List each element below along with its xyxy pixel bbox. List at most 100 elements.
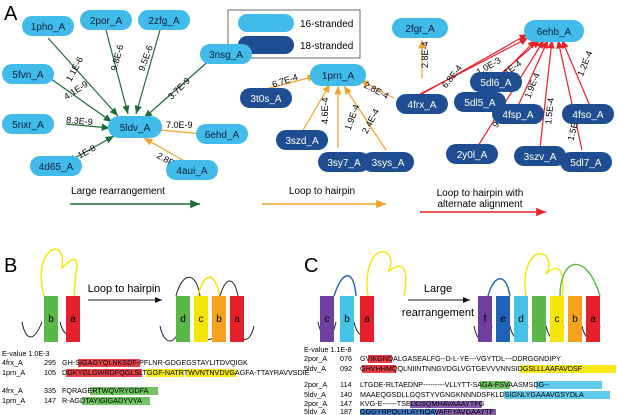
seq-text: LTGDE-RLTAEDNP---------VLLYTT-SAGA-FSVAA… [360,380,550,389]
svg-text:3nsg_A: 3nsg_A [209,50,243,61]
seq-num: 147 [340,399,352,408]
node-2por-a[interactable]: 2por_A [80,10,132,30]
seq-id: 5ldv_A [304,390,326,399]
strand-d-right [176,296,190,342]
edge-label: 2.8E-4 [362,80,390,101]
strand-e-right [496,296,510,342]
node-5dl6-a[interactable]: 5dl6_A [470,72,522,92]
node-6ehd-a[interactable]: 6ehd_A [196,124,248,144]
node-2y0l-a[interactable]: 2y0l_A [446,144,498,164]
seq-id: 2por_A [304,399,327,408]
strand-label: b [216,314,222,325]
node-1pho-a[interactable]: 1pho_A [22,16,74,36]
panel-b-topology: b a Loop to hairpin d c b a [21,248,255,342]
strand-label: a [234,314,240,325]
edge-label: 3.7E-9 [166,76,192,102]
node-4fso-a[interactable]: 4fso_A [562,104,614,124]
svg-text:5nxr_A: 5nxr_A [12,120,44,131]
panel-c-alignment: E-value 1.1E-8 2por_A 076 GVIKGNDALGASEA… [304,345,616,415]
node-4d65-a[interactable]: 4d65_A [30,156,82,176]
strand-d-right [514,296,528,342]
node-3szd-a[interactable]: 3szd_A [276,130,328,150]
node-1prn-a-hub[interactable]: 1prn_A [310,64,366,86]
seq-id: 5ldv_A [304,407,326,415]
strand-c-right [194,296,208,342]
seq-num: 140 [340,390,352,399]
svg-text:5dl6_A: 5dl6_A [480,78,511,89]
legend-green-label: Large rearrangement [71,186,165,197]
node-5dl7-a[interactable]: 5dl7_A [560,152,612,172]
seq-num: 092 [340,364,352,373]
node-6ehb-a-hub[interactable]: 6ehb_A [524,20,584,42]
strand-label: b [572,314,578,325]
node-5fvn-a[interactable]: 5fvn_A [2,64,54,84]
edge-label: 8.3E-9 [66,115,93,127]
strand-label: a [590,314,596,325]
seq-id: 1prn_A [2,368,25,377]
panel-b-arrow-label: Loop to hairpin [88,283,161,295]
strand-label: d [518,314,524,325]
node-3szv-a[interactable]: 3szv_A [514,146,566,166]
strand-label: a [364,314,370,325]
edge-legend: Large rearrangement Loop to hairpin Loop… [70,186,546,217]
strand-b-right [212,296,226,342]
svg-text:6ehd_A: 6ehd_A [205,130,240,141]
seq-num: 295 [44,358,56,367]
node-3nsg-a[interactable]: 3nsg_A [200,44,252,64]
seq-num: 076 [340,354,352,363]
legend-red-label-1: Loop to hairpin with [437,188,524,199]
node-2fgr-a[interactable]: 2fgr_A [392,18,448,38]
edge-label: 1.9E-4 [523,71,542,99]
node-3sy7-a[interactable]: 3sy7_A [318,152,370,172]
node-3t0s-a[interactable]: 3t0s_A [240,88,292,108]
legend-orange-label: Loop to hairpin [289,186,355,197]
node-2zfg-a[interactable]: 2zfg_A [138,10,190,30]
svg-text:3t0s_A: 3t0s_A [250,94,281,105]
svg-text:2zfg_A: 2zfg_A [148,16,179,27]
svg-text:3szd_A: 3szd_A [285,136,319,147]
svg-text:3szv_A: 3szv_A [524,152,557,163]
seq-id: 2por_A [304,380,327,389]
seq-id: 5ldv_A [304,364,326,373]
strand-label: a [70,314,76,325]
strand-label: b [48,314,54,325]
node-5dl5-a[interactable]: 5dl5_A [454,92,506,112]
svg-text:1prn_A: 1prn_A [322,71,355,82]
edge-label: 1.9E-4 [343,103,361,131]
panel-label-a: A [4,3,18,25]
strand-b-left [340,296,354,342]
strand-label: b [344,314,350,325]
strand-c-left [320,296,334,342]
svg-text:4fsp_A: 4fsp_A [502,110,533,121]
strand-label: c [325,314,330,325]
node-4fsp-a[interactable]: 4fsp_A [492,104,544,124]
svg-text:2fgr_A: 2fgr_A [405,24,435,35]
seq-id: 1prn_A [2,396,25,405]
strand-a-left [360,296,374,342]
seq-text: MAAEQGSDLLGQSTYVGNGKNNNDSFKLDSIGNLYGAAAV… [360,390,584,399]
strand-label: c [199,314,204,325]
node-3sys-a[interactable]: 3sys_A [362,152,414,172]
node-5nxr-a[interactable]: 5nxr_A [2,114,54,134]
svg-text:3sys_A: 3sys_A [372,158,405,169]
strand-a-right [230,296,244,342]
panel-c-evalue: E-value 1.1E-8 [304,345,352,354]
panel-label-c: C [304,255,318,277]
legend-red-label-2: alternate alignment [437,199,522,210]
strand-a-left [66,296,80,342]
seq-num: 335 [44,386,56,395]
seq-text: GVIKGNDALGASEALFG--D-L-YE---VGYTDL---DDR… [360,354,561,363]
panel-c-arrow-label-1: Large [424,283,452,295]
cluster-2-edges [261,74,395,151]
seq-num: 187 [340,407,352,415]
node-4frx-a[interactable]: 4frx_A [396,94,448,114]
strand-c-right [532,296,546,342]
legend-dark-label: 18-stranded [300,41,353,52]
seq-id: 2por_A [304,354,327,363]
cluster-1-edges [43,29,213,165]
edge-label: 2.8E-4 [420,41,430,68]
node-4aui-a[interactable]: 4aui_A [166,160,218,180]
network-nodes: 1pho_A 2por_A 2zfg_A 3nsg_A 5fvn_A 5nxr_… [2,10,614,180]
node-5ldv-a-hub[interactable]: 5ldv_A [108,116,162,138]
svg-text:5dl5_A: 5dl5_A [464,98,495,109]
